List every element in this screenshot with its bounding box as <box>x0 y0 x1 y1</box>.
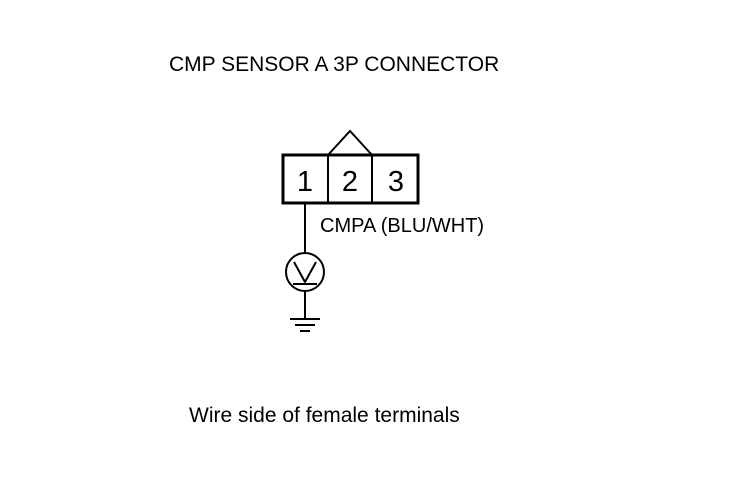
diagram-title: CMP SENSOR A 3P CONNECTOR <box>169 53 500 76</box>
diagram-caption: Wire side of female terminals <box>189 404 460 427</box>
connector-body <box>281 153 420 205</box>
ground-icon <box>290 318 320 332</box>
wire-label: CMPA (BLU/WHT) <box>320 215 485 237</box>
pin-2-number: 2 <box>342 166 358 198</box>
connector-lock-tab <box>327 129 373 156</box>
pin-3-number: 3 <box>388 166 404 198</box>
pin-1-number: 1 <box>297 166 313 198</box>
voltmeter-icon <box>285 252 325 292</box>
